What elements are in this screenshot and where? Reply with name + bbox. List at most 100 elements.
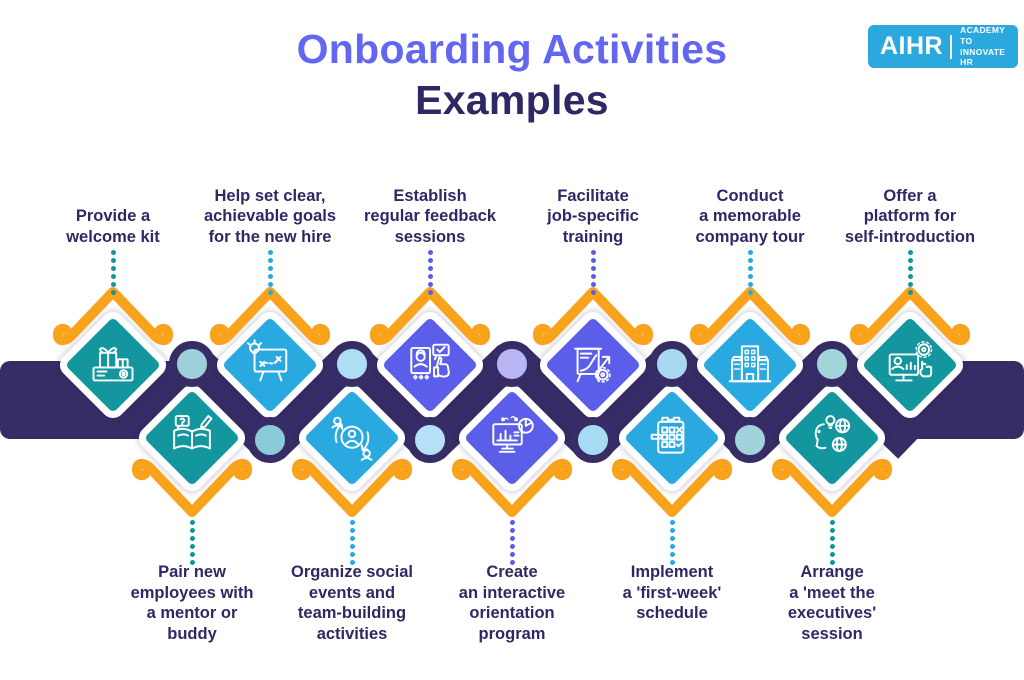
connector-dot: [169, 341, 215, 387]
activity-diamond: [55, 307, 171, 423]
connector-dot-small: [829, 552, 835, 557]
activity-label: Conduct a memorable company tour: [695, 186, 805, 246]
connector-dot: [489, 341, 535, 387]
connector-dot-small: [349, 528, 355, 533]
connector-dot-small: [267, 282, 273, 287]
connector-dot-small: [907, 274, 913, 279]
page-title-line1: Onboarding Activities: [296, 26, 728, 72]
connector-dot-small: [427, 266, 433, 271]
aihr-logo-brand: AIHR: [880, 32, 944, 60]
connector-dot-small: [509, 528, 515, 533]
connector-dot-small: [267, 274, 273, 279]
dotted-connector: [509, 520, 515, 565]
dotted-connector: [747, 250, 753, 295]
activity-diamond: [614, 380, 730, 496]
connector-dot-small: [669, 552, 675, 557]
connector-dot-small: [189, 528, 195, 533]
activity-label: Help set clear, achievable goals for the…: [203, 186, 337, 246]
connector-dot: [727, 417, 773, 463]
connector-dot-small: [829, 536, 835, 541]
welcome-kit-icon: [92, 347, 134, 382]
connector-dot-small: [590, 250, 596, 255]
connector-dot-small: [907, 258, 913, 263]
connector-dot-small: [189, 536, 195, 541]
activity-diamond: [454, 380, 570, 496]
activity-diamond: [535, 307, 651, 423]
job-training-icon: [574, 347, 611, 383]
connector-dot-small: [669, 560, 675, 565]
chevron-icon: [291, 452, 413, 524]
dotted-connector: [669, 520, 675, 565]
connector-dot-small: [427, 250, 433, 255]
connector-dot-small: [267, 266, 273, 271]
connector-dot-small: [110, 282, 116, 287]
connector-dot-small: [907, 266, 913, 271]
connector-dot-small: [907, 282, 913, 287]
connector-dot-small: [907, 250, 913, 255]
chevron-icon: [771, 452, 893, 524]
connector-dot-small: [427, 282, 433, 287]
connector-dot-small: [590, 282, 596, 287]
activity-diamond: [372, 307, 488, 423]
connector-dot-small: [829, 528, 835, 533]
activity-diamond: [294, 380, 410, 496]
connector-dot: [809, 341, 855, 387]
connector-dot-small: [829, 520, 835, 525]
connector-dot-small: [747, 290, 753, 295]
activity-diamond: [692, 307, 808, 423]
connector-dot-small: [189, 560, 195, 565]
connector-dot: [649, 341, 695, 387]
connector-dot-small: [110, 274, 116, 279]
company-tour-icon: [728, 345, 772, 383]
dotted-connector: [590, 250, 596, 295]
activity-label: Offer a platform for self-introduction: [844, 186, 976, 246]
connector-dot-small: [110, 250, 116, 255]
connector-dot: [247, 417, 293, 463]
connector-dot-small: [829, 560, 835, 565]
connector-dot-small: [590, 258, 596, 263]
connector-dot-small: [349, 520, 355, 525]
activity-diamond: [774, 380, 890, 496]
connector-dot: [407, 417, 453, 463]
connector-dot-small: [427, 274, 433, 279]
activity-label: Create an interactive orientation progra…: [458, 563, 566, 643]
connector-dot-small: [349, 560, 355, 565]
connector-dot-small: [509, 536, 515, 541]
connector-dot-small: [509, 544, 515, 549]
connector-dot-small: [747, 250, 753, 255]
connector-dot-small: [509, 520, 515, 525]
connector-dot-small: [907, 290, 913, 295]
connector-dot-small: [267, 258, 273, 263]
connector-dot-small: [349, 544, 355, 549]
connector-dot-small: [110, 258, 116, 263]
aihr-logo: AIHR ACADEMY TO INNOVATE HR: [868, 25, 1018, 68]
connector-dot-small: [590, 290, 596, 295]
activity-label: Establish regular feedback sessions: [363, 186, 497, 246]
dotted-connector: [110, 250, 116, 295]
activity-diamond: [852, 307, 968, 423]
chevron-icon: [611, 452, 733, 524]
chevron-icon: [131, 452, 253, 524]
connector-dot-small: [267, 250, 273, 255]
connector-dot-small: [669, 536, 675, 541]
activity-label: Provide a welcome kit: [66, 207, 160, 246]
dotted-connector: [907, 250, 913, 295]
connector-dot-small: [747, 282, 753, 287]
connector-dot-small: [267, 290, 273, 295]
first-week-schedule-icon: [650, 416, 685, 454]
connector-dot-small: [189, 552, 195, 557]
connector-dot-small: [189, 520, 195, 525]
connector-dot: [570, 417, 616, 463]
connector-dot-small: [110, 266, 116, 271]
connector-dot-small: [509, 552, 515, 557]
connector-dot-small: [669, 528, 675, 533]
connector-dot-small: [110, 290, 116, 295]
connector-dot-small: [747, 266, 753, 271]
mentor-buddy-icon: [173, 415, 213, 450]
activity-label: Pair new employees with a mentor or budd…: [130, 563, 254, 643]
clear-goals-icon: [247, 339, 288, 382]
connector-dot-small: [669, 520, 675, 525]
self-introduction-icon: [888, 341, 933, 382]
page-title: Onboarding Activities Examples: [0, 24, 1024, 126]
